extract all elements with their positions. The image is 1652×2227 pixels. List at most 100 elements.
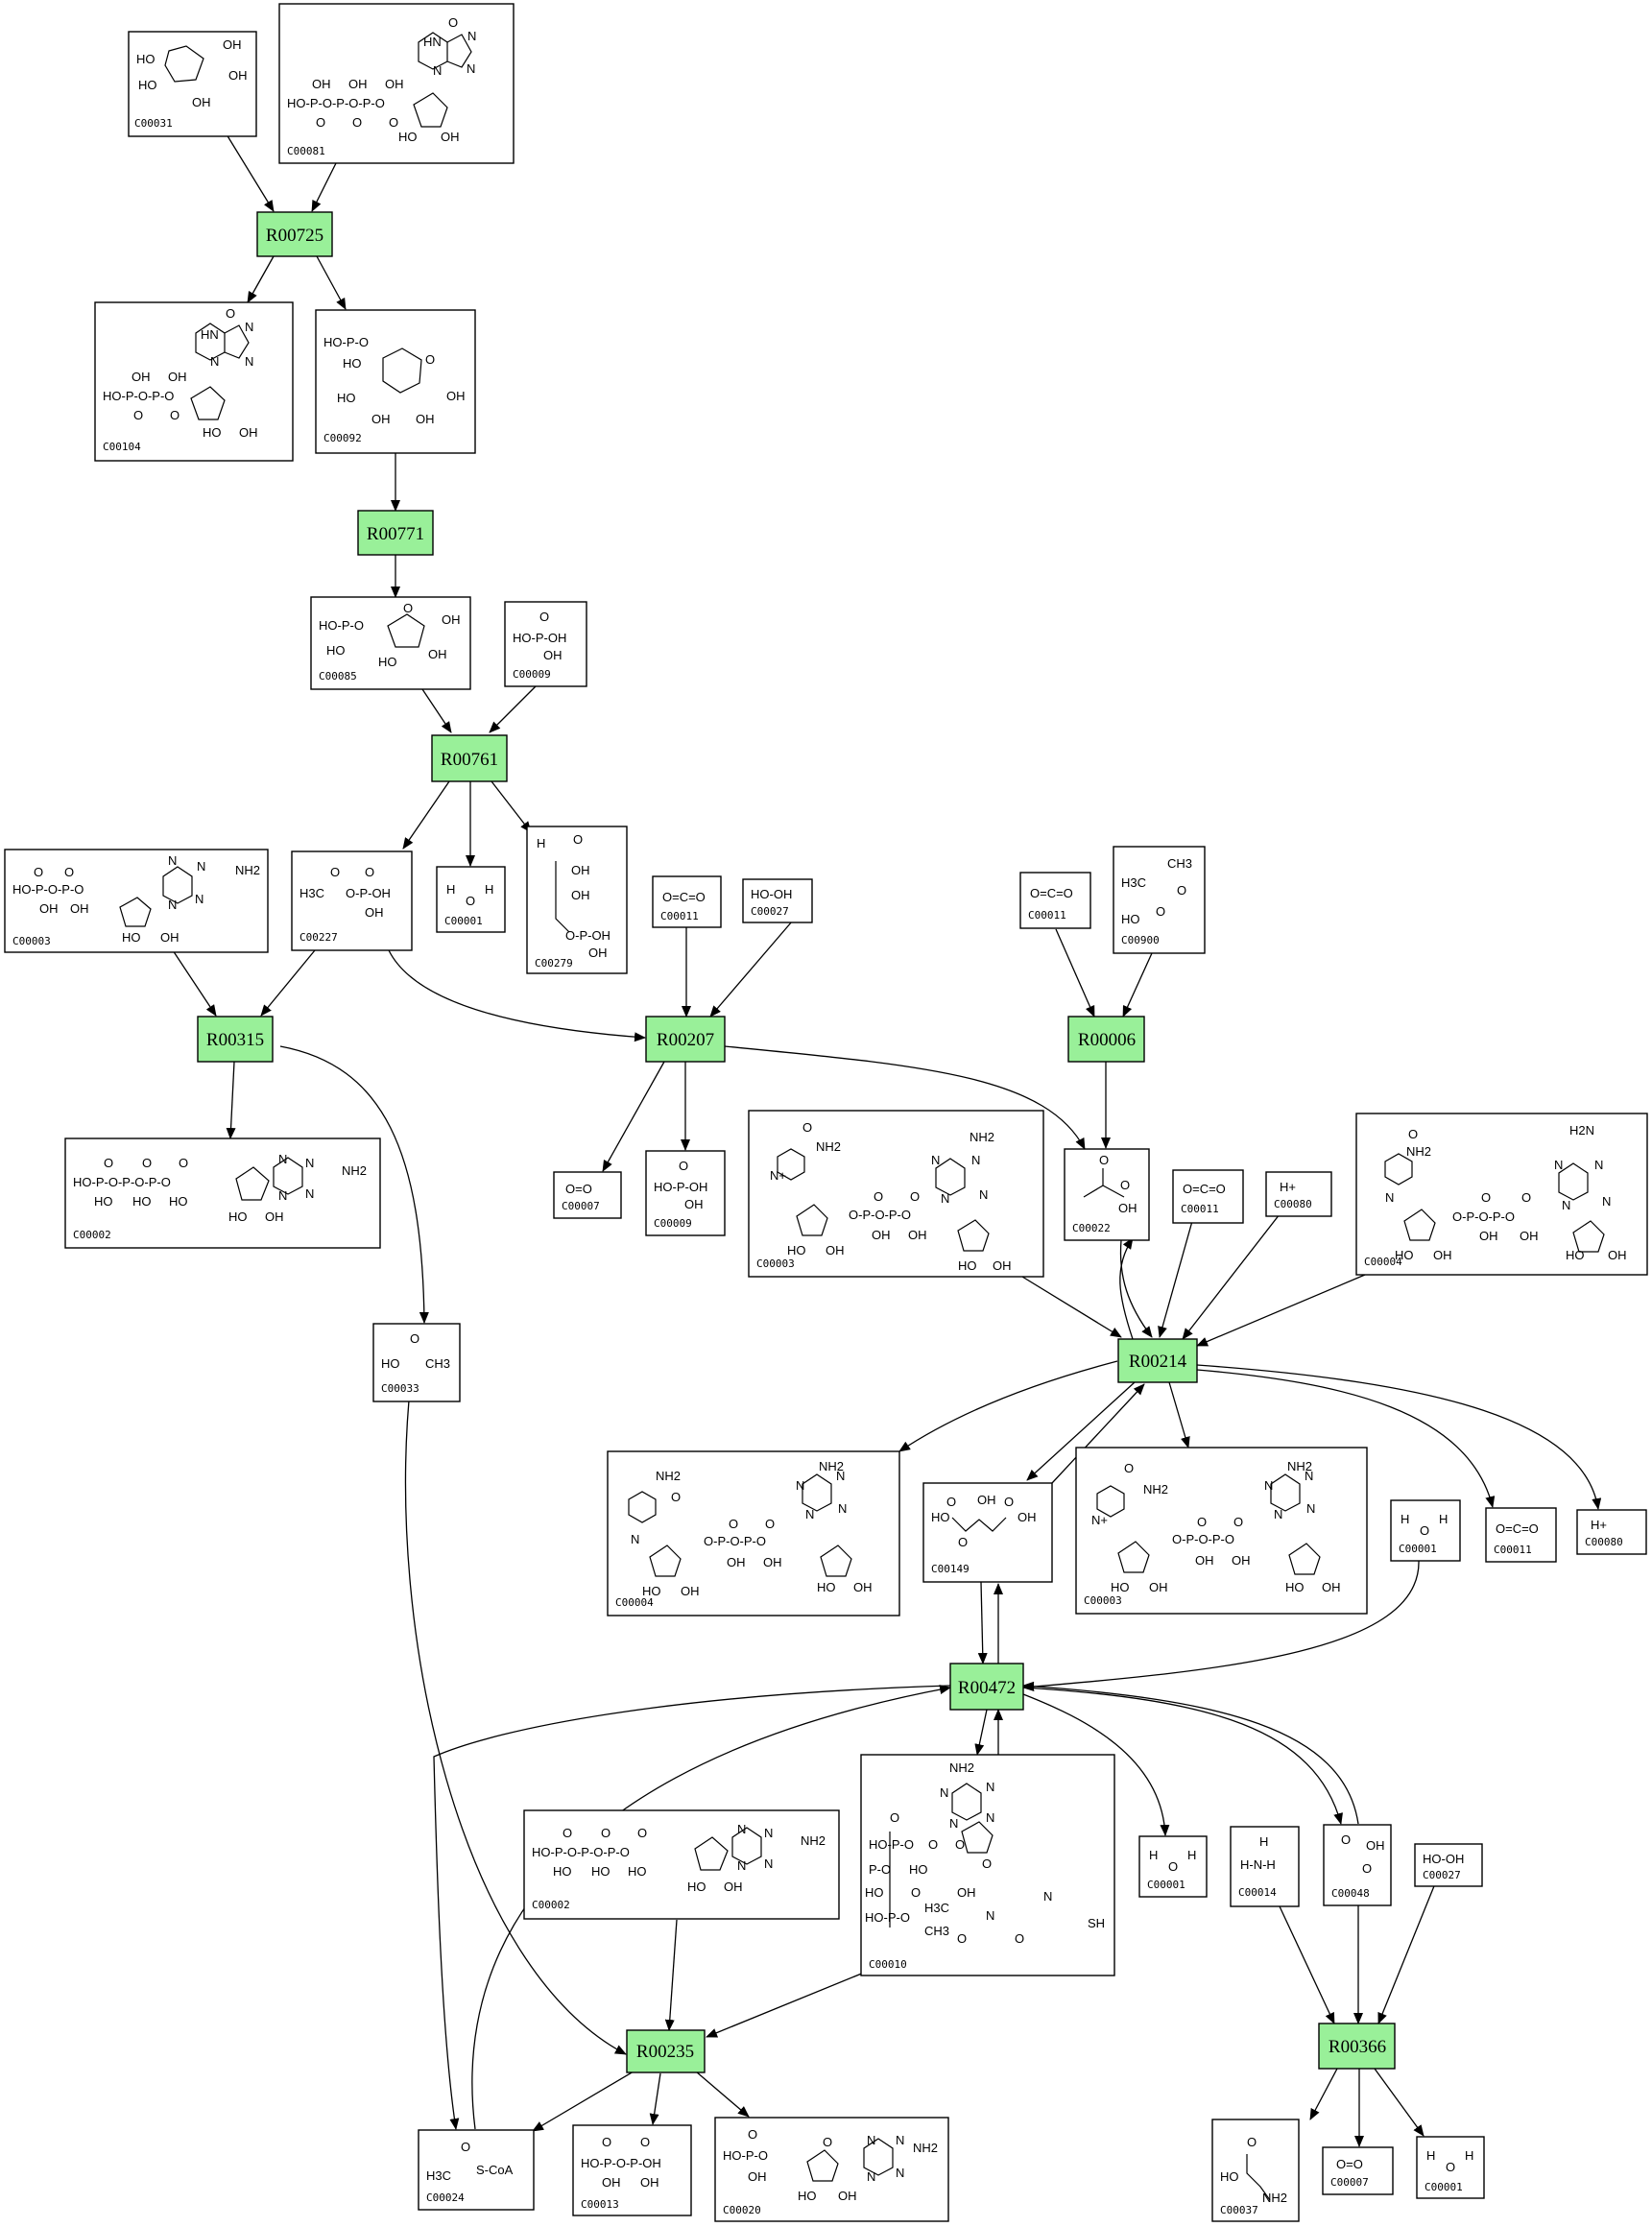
- edges-layer: [172, 133, 1602, 2147]
- compound-node[interactable]: HO OH OH HO OH C00031: [128, 31, 257, 137]
- compound-node[interactable]: H O OH OH O-P-OH OH C00279: [526, 826, 628, 974]
- reaction-node[interactable]: R00725: [256, 211, 333, 257]
- compound-node[interactable]: O O HO-P-O-P-OH OH OH C00013: [572, 2124, 692, 2216]
- compound-node[interactable]: NH2 N N N N O O HO-P-O-P-O OH OH HO OH C…: [4, 849, 269, 953]
- compound-id: C00020: [723, 2204, 761, 2216]
- atom-label: HO-P-O: [723, 2148, 768, 2163]
- reaction-node[interactable]: R00315: [197, 1016, 274, 1063]
- atom-label: H: [1149, 1848, 1158, 1862]
- atom-label: H: [1401, 1512, 1409, 1526]
- atom-label: N: [949, 1816, 958, 1831]
- reaction-id: R00235: [636, 2042, 694, 2062]
- compound-node[interactable]: O=O C00007: [553, 1171, 622, 1219]
- atom-label: HO-OH: [1423, 1852, 1464, 1866]
- structure-drawing: H O H: [446, 882, 493, 908]
- atom-label: N: [1554, 1158, 1563, 1172]
- edge: [602, 1061, 665, 1172]
- compound-node[interactable]: HO-P-O HO O OH HO OH C00085: [310, 596, 471, 690]
- atom-label: OH: [977, 1493, 996, 1507]
- compound-node[interactable]: O=C=O C00011: [1019, 872, 1091, 929]
- compound-node[interactable]: O O O HO-P-O-P-O-P-O HO HO HO NH2 N N N …: [64, 1137, 381, 1249]
- compound-node[interactable]: O O H3C O-P-OH OH C00227: [291, 850, 413, 951]
- reaction-node[interactable]: R00235: [626, 2029, 706, 2073]
- compound-node[interactable]: O O O HO-P-O-P-O-P-O HO HO HO NH2 N N N …: [523, 1809, 840, 1920]
- compound-node[interactable]: HO-OH C00027: [1414, 1843, 1483, 1887]
- atom-label: NH2: [801, 1833, 826, 1848]
- atom-label: O: [874, 1189, 883, 1204]
- compound-node[interactable]: H O H C00001: [436, 866, 506, 933]
- atom-label: NH2: [819, 1459, 844, 1473]
- compound-node[interactable]: O HO NH2 C00037: [1211, 2119, 1300, 2222]
- compound-node[interactable]: O=C=O C00011: [652, 875, 722, 928]
- atom-label: HO: [228, 1209, 248, 1224]
- atom-label: NH2: [1287, 1459, 1312, 1473]
- compound-node[interactable]: H O H C00001: [1390, 1499, 1461, 1562]
- atom-label: OH: [571, 863, 590, 877]
- compound-node[interactable]: O OH O C00048: [1323, 1824, 1392, 1906]
- compound-node[interactable]: O HO-P-OH OH C00009: [645, 1150, 726, 1236]
- compound-node[interactable]: H O H C00001: [1416, 2136, 1485, 2199]
- atom-label: HO: [553, 1864, 572, 1879]
- atom-label: N: [1594, 1158, 1603, 1172]
- atom-label: O: [1233, 1515, 1243, 1529]
- compound-node[interactable]: O H3C S-CoA C00024: [418, 2129, 535, 2211]
- atom-label: O=O: [565, 1182, 592, 1196]
- structure-drawing: O HO-P-OH OH: [513, 610, 566, 662]
- compound-node[interactable]: O=C=O C00011: [1485, 1507, 1557, 1563]
- atom-label: OH: [441, 130, 460, 144]
- atom-label: N: [986, 1780, 994, 1794]
- reaction-node[interactable]: R00207: [645, 1016, 726, 1063]
- compound-node[interactable]: O=O C00007: [1322, 2146, 1394, 2195]
- edge: [226, 133, 275, 212]
- compound-node[interactable]: NH2 O N NH2 N N N N O O O-P-O-P-O OH OH …: [607, 1450, 900, 1616]
- atom-label: H: [1187, 1848, 1196, 1862]
- reaction-node[interactable]: R00761: [431, 734, 508, 782]
- reaction-node[interactable]: R00472: [949, 1663, 1024, 1711]
- compound-node[interactable]: HO-OH C00027: [742, 878, 813, 923]
- atom-label: HO: [798, 2189, 817, 2203]
- edge: [1279, 1905, 1335, 2024]
- compound-node[interactable]: O HO-P-O OH NH2 N N N N O HO OH C00020: [714, 2117, 949, 2222]
- atom-label: OH: [371, 412, 391, 426]
- compound-node[interactable]: H+ C00080: [1576, 1509, 1647, 1555]
- atom-label: O: [1446, 2160, 1455, 2174]
- reaction-node[interactable]: R00366: [1318, 2023, 1396, 2070]
- compound-node[interactable]: O NH2 N+ NH2 N N N N O O O-P-O-P-O OH OH…: [748, 1110, 1044, 1278]
- compound-node[interactable]: HO-P-O HO O HO OH OH OH C00092: [315, 309, 476, 454]
- atom-label: N: [941, 1191, 949, 1206]
- edge: [491, 780, 532, 833]
- atom-label: O: [64, 865, 74, 879]
- reaction-id: R00214: [1129, 1352, 1187, 1372]
- compound-node[interactable]: O O OH C00022: [1064, 1148, 1150, 1241]
- compound-node[interactable]: O HN N N N OH OH OH HO-P-O-P-O-P-O O O O…: [278, 3, 515, 164]
- reaction-node[interactable]: R00006: [1067, 1016, 1145, 1063]
- compound-node[interactable]: H H-N-H C00014: [1230, 1826, 1300, 1907]
- compound-node[interactable]: NH2 N N N N O HO-P-O O O P-O HO O HO O O…: [860, 1754, 1115, 1976]
- atom-label: CH3: [425, 1356, 450, 1371]
- compound-node[interactable]: O HO-P-OH OH C00009: [504, 601, 587, 687]
- structure-drawing: H O H: [1149, 1848, 1196, 1874]
- atom-label: OH: [1366, 1838, 1385, 1853]
- compound-node[interactable]: O NH2 N+ NH2 N N N N O O O-P-O-P-O OH OH…: [1075, 1447, 1368, 1615]
- compound-node[interactable]: O HO CH3 C00033: [372, 1323, 461, 1402]
- compound-node[interactable]: O HN N N N OH OH HO-P-O-P-O O O HO OH C0…: [94, 301, 294, 462]
- atom-label: O-P-O-P-O: [1452, 1209, 1515, 1224]
- structure-drawing: H+: [1280, 1180, 1296, 1194]
- compound-node[interactable]: H O H C00001: [1138, 1835, 1208, 1898]
- atom-label: HO-P-OH: [513, 631, 566, 645]
- edge: [404, 1379, 627, 2055]
- structure-drawing: HO OH OH HO OH: [136, 37, 248, 109]
- compound-node[interactable]: O OH O HO OH O C00149: [922, 1482, 1053, 1583]
- atom-label: N: [764, 1826, 773, 1840]
- compound-node[interactable]: O=C=O C00011: [1172, 1169, 1244, 1224]
- atom-label: OH: [872, 1228, 891, 1242]
- atom-label: O: [823, 2135, 832, 2149]
- reaction-node[interactable]: R00771: [357, 510, 434, 556]
- reaction-node[interactable]: R00214: [1117, 1338, 1198, 1383]
- compound-node[interactable]: H+ C00080: [1265, 1171, 1332, 1217]
- compound-node[interactable]: CH3 H3C O HO O C00900: [1113, 846, 1206, 954]
- atom-label: N: [986, 1810, 994, 1825]
- compound-node[interactable]: O NH2 N H2N N N N N O O O-P-O-P-O OH OH …: [1355, 1113, 1648, 1276]
- structure-drawing: O=O: [565, 1182, 592, 1196]
- atom-label: NH2: [342, 1163, 367, 1178]
